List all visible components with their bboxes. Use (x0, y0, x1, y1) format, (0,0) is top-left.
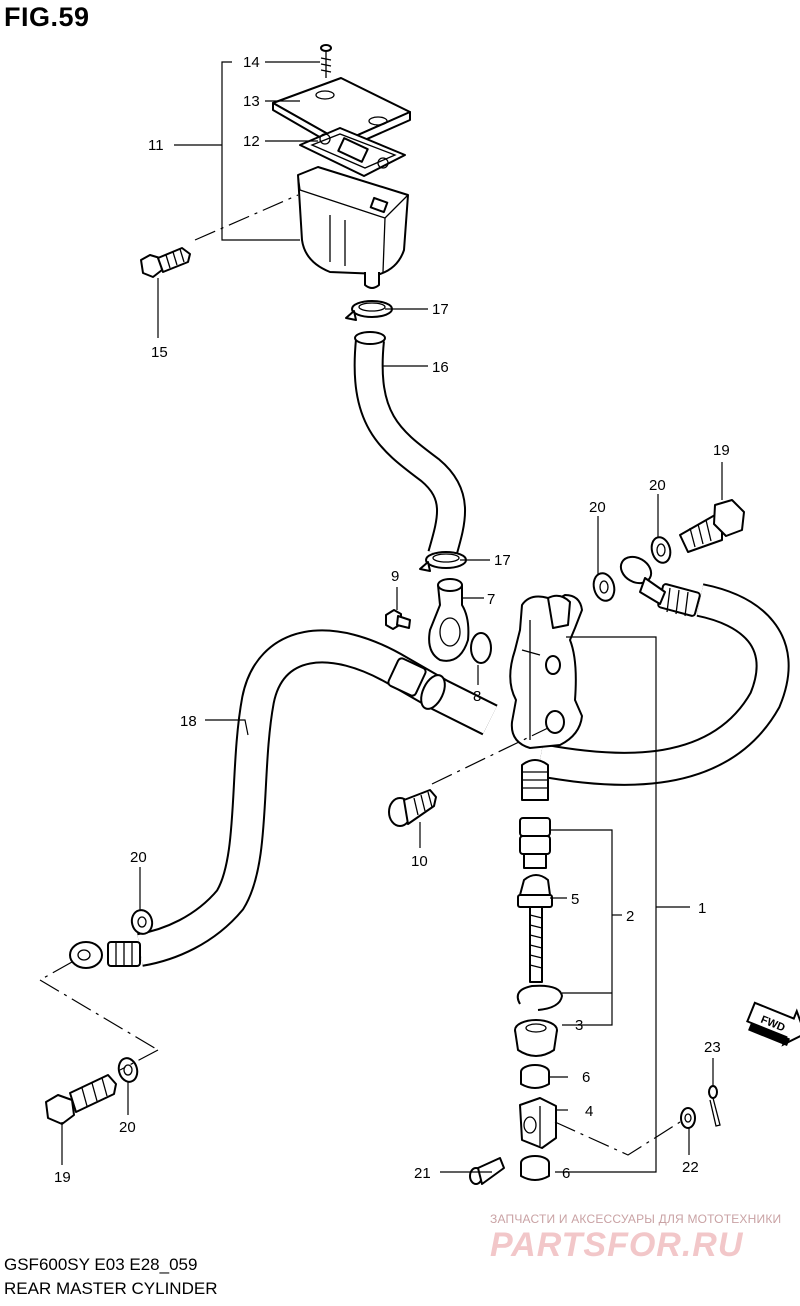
callout-11: 11 (148, 137, 164, 154)
callout-6-upper: 6 (582, 1069, 590, 1086)
hose-clamp-lower (419, 551, 467, 572)
sealing-washer-upper-left (592, 572, 616, 602)
reservoir-diaphragm (299, 127, 406, 177)
callout-7: 7 (487, 591, 495, 608)
section-name: REAR MASTER CYLINDER (4, 1279, 218, 1298)
lock-nut-upper (520, 1064, 550, 1089)
brake-hose-long (69, 629, 498, 969)
callout-14: 14 (243, 54, 260, 71)
callout-13: 13 (243, 93, 260, 110)
callout-1: 1 (698, 900, 706, 917)
boot (521, 759, 549, 801)
callout-17-lower: 17 (494, 552, 511, 569)
lock-nut-lower (520, 1155, 550, 1181)
clevis-pin (469, 1157, 505, 1185)
snap-ring (516, 984, 563, 1011)
callout-5: 5 (571, 891, 579, 908)
connector-screw (385, 609, 411, 630)
cotter-pin (708, 1085, 721, 1127)
brake-hose-upper (536, 555, 790, 786)
callout-22: 22 (682, 1159, 699, 1176)
callout-3: 3 (575, 1017, 583, 1034)
hose-fitting-lower (69, 941, 141, 969)
callout-4: 4 (585, 1103, 593, 1120)
callout-15: 15 (151, 344, 168, 361)
callout-2: 2 (626, 908, 634, 925)
banjo-bolt-lower (45, 1074, 117, 1125)
sealing-washer-lower-bottom (117, 1057, 139, 1083)
callout-10: 10 (411, 853, 428, 870)
leader-lines (61, 61, 723, 1173)
o-ring (470, 632, 492, 664)
reservoir-mounting-bolt (140, 247, 191, 278)
callout-21: 21 (414, 1165, 431, 1182)
sealing-washer-upper-right (650, 536, 672, 564)
forward-direction-arrow: FWD (746, 1001, 800, 1047)
callout-8: 8 (473, 688, 481, 705)
callout-labels: 14 13 11 12 15 17 16 19 20 20 17 9 7 8 1… (54, 54, 730, 1186)
callout-17-upper: 17 (432, 301, 449, 318)
callout-20-lower-bottom: 20 (119, 1119, 136, 1136)
callout-18: 18 (180, 713, 197, 730)
reservoir-hose (353, 331, 467, 560)
banjo-bolt-upper (679, 499, 745, 553)
inlet-connector (428, 578, 470, 662)
reservoir-body (297, 166, 409, 289)
hose-clamp-upper (345, 300, 393, 321)
callout-20-upper-right: 20 (649, 477, 666, 494)
reservoir-screw (320, 44, 332, 78)
washer-small (680, 1107, 696, 1129)
push-rod-guide (514, 1019, 558, 1057)
callout-23: 23 (704, 1039, 721, 1056)
callout-19-lower: 19 (54, 1169, 71, 1186)
watermark-brand: PARTSFOR.RU (490, 1226, 744, 1264)
callout-6-lower: 6 (562, 1165, 570, 1182)
sealing-washer-lower-top (130, 909, 154, 935)
callout-19-upper: 19 (713, 442, 730, 459)
push-rod (517, 874, 553, 983)
rod-end-clevis (519, 1097, 557, 1149)
callout-9: 9 (391, 568, 399, 585)
cylinder-mounting-bolt (388, 789, 437, 827)
master-cylinder-body (509, 594, 583, 749)
callout-20-lower-top: 20 (130, 849, 147, 866)
model-code: GSF600SY E03 E28_059 (4, 1255, 198, 1274)
callout-12: 12 (243, 133, 260, 150)
callout-16: 16 (432, 359, 449, 376)
piston-cup-set (519, 817, 551, 869)
figure-title: FIG.59 (4, 2, 90, 32)
watermark-tagline: ЗАПЧАСТИ И АКСЕССУАРЫ ДЛЯ МОТОТЕХНИКИ (490, 1212, 782, 1226)
callout-20-upper-left: 20 (589, 499, 606, 516)
